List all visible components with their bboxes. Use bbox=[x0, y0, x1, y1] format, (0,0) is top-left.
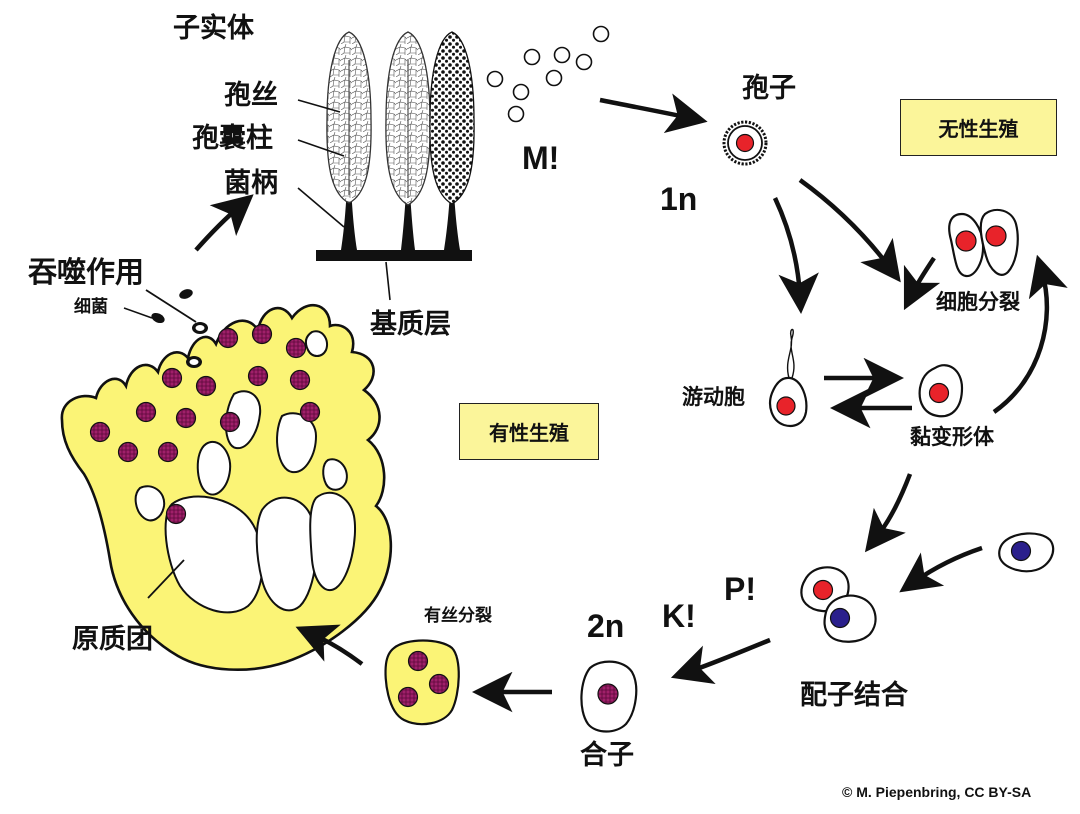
spore-cell bbox=[722, 120, 768, 166]
cycle-arrows bbox=[194, 93, 1068, 713]
arrow-gametes-to-zygote bbox=[670, 637, 771, 685]
label-capillitium: 孢丝 bbox=[224, 80, 278, 111]
arrow-spore-to-swarm bbox=[772, 197, 819, 314]
arrow-spore-to-division bbox=[798, 178, 901, 283]
leader-stalk bbox=[297, 187, 345, 228]
label-zygote: 合子 bbox=[580, 740, 634, 771]
arrow-mitosis-to-plasmodium bbox=[295, 624, 364, 666]
plasmodium bbox=[60, 303, 393, 671]
label-diploid: 2n bbox=[587, 608, 625, 644]
label-swarm-cell: 游动胞 bbox=[682, 385, 745, 409]
leader-phagocytosis bbox=[145, 289, 197, 323]
label-hypothallus: 基质层 bbox=[370, 309, 451, 340]
box-asexual: 无性生殖 bbox=[900, 99, 1057, 156]
label-meiosis: M! bbox=[522, 140, 560, 176]
arrow-myxo-to-division bbox=[992, 254, 1068, 414]
label-plasmogamy: P! bbox=[724, 571, 756, 607]
label-karyogamy: K! bbox=[662, 598, 696, 634]
dividing-cells bbox=[948, 208, 1019, 278]
label-spore: 孢子 bbox=[742, 73, 796, 104]
leader-columella bbox=[297, 139, 345, 157]
sporangium-stalk-1 bbox=[341, 190, 357, 250]
box-sexual: 有性生殖 bbox=[459, 403, 599, 460]
leader-bacteria bbox=[123, 307, 153, 319]
swarm-cell bbox=[768, 328, 808, 428]
leader-plasmodium bbox=[147, 559, 185, 599]
arrow-blue-gamete-in bbox=[899, 545, 983, 593]
leader-capillitium bbox=[297, 99, 341, 113]
credit-line: © M. Piepenbring, CC BY-SA bbox=[842, 784, 1032, 800]
zygote-cell bbox=[580, 660, 638, 733]
label-myxamoeba: 黏变形体 bbox=[910, 425, 994, 449]
young-plasmodium bbox=[384, 639, 460, 726]
arrow-myxo-to-gametes bbox=[864, 473, 913, 553]
label-phagocytosis: 吞噬作用 bbox=[28, 255, 145, 289]
leader-hypothallus bbox=[385, 261, 391, 301]
bacteria-free bbox=[151, 289, 193, 324]
blue-gamete bbox=[998, 532, 1055, 573]
label-fruiting-body: 子实体 bbox=[173, 13, 254, 44]
label-columella: 孢囊柱 bbox=[192, 123, 273, 154]
arrow-division-in bbox=[903, 256, 941, 311]
label-haploid: 1n bbox=[660, 181, 698, 217]
hypothallus-base bbox=[316, 250, 472, 261]
label-cell-division: 细胞分裂 bbox=[936, 290, 1020, 314]
sporangium-stalk-2 bbox=[401, 195, 415, 250]
spore-nucleus bbox=[735, 133, 755, 153]
floating-spores bbox=[486, 25, 610, 123]
label-mitosis: 有丝分裂 bbox=[424, 606, 492, 626]
label-plasmodium: 原质团 bbox=[72, 624, 153, 655]
label-gamete-fusion: 配子结合 bbox=[800, 680, 908, 711]
sporangia-group bbox=[297, 31, 475, 301]
fusing-gametes bbox=[800, 566, 877, 643]
label-stalk: 菌柄 bbox=[224, 168, 278, 199]
sporangium-head-3 bbox=[429, 31, 475, 205]
arrow-plasmodium-to-fruiting bbox=[194, 194, 254, 252]
arrow-spores-to-spore bbox=[599, 93, 708, 134]
label-bacteria: 细菌 bbox=[74, 297, 108, 317]
sporangium-stalk-3 bbox=[444, 195, 460, 250]
myxamoeba-cell bbox=[918, 364, 964, 418]
